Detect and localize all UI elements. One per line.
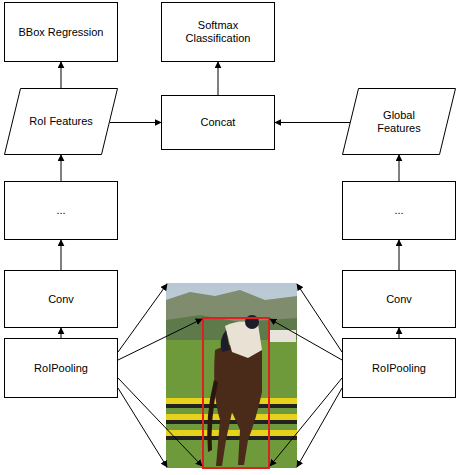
process-box: Concat: [161, 95, 275, 150]
roi-projection-lines: [118, 284, 342, 467]
horse-photo: [166, 283, 297, 468]
node-label: Conv: [380, 293, 418, 306]
process-box: RoIPooling: [4, 338, 118, 398]
node-label: Softmax Classification: [162, 19, 274, 45]
node-label: RoIPooling: [28, 362, 94, 375]
node-label: ...: [50, 204, 71, 217]
flow-arrow: [218, 62, 219, 95]
process-box: ...: [342, 181, 456, 240]
node-label: ...: [388, 204, 409, 217]
flow-arrow: [61, 328, 62, 338]
process-box: Conv: [342, 270, 456, 328]
node-label: BBox Regression: [13, 26, 110, 39]
node-label: RoIPooling: [366, 362, 432, 375]
process-box: RoIPooling: [342, 338, 456, 398]
node-label: Conv: [42, 293, 80, 306]
node-label: Concat: [195, 116, 242, 129]
flow-arrow: [275, 122, 350, 123]
output-box: BBox Regression: [4, 2, 118, 62]
output-box: Softmax Classification: [161, 2, 275, 62]
node-label: Global Features: [342, 109, 456, 135]
flow-arrow: [399, 328, 400, 338]
flow-arrow: [61, 62, 62, 88]
feature-parallelogram: Global Features: [342, 88, 456, 155]
flow-arrow: [61, 155, 62, 181]
flow-arrow: [61, 240, 62, 270]
flow-arrow: [399, 240, 400, 270]
flow-arrow: [399, 155, 400, 181]
feature-parallelogram: RoI Features: [4, 88, 118, 155]
flow-arrow: [110, 122, 161, 123]
process-box: ...: [4, 181, 118, 240]
process-box: Conv: [4, 270, 118, 328]
node-label: RoI Features: [11, 115, 111, 128]
